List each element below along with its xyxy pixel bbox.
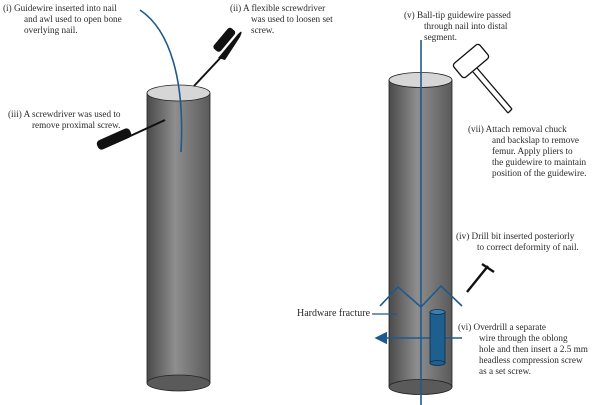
label-step-i-line: and awl used to open bone [24,14,122,24]
flexible-screwdriver-icon [193,27,242,87]
label-step-ii: (ii) A flexible screwdriver was used to … [230,3,333,36]
label-step-vi-line: headless compression screw [479,355,583,365]
label-step-iii: (iii) A screwdriver was used to remove p… [8,109,121,131]
screwdriver-icon [96,119,166,150]
label-step-v-line: segment. [424,32,457,42]
label-step-iii-line: remove proximal screw. [32,120,121,130]
label-step-vi-line: hole and then insert a 2.5 mm [479,344,588,354]
label-step-ii-line: (ii) A flexible screwdriver [230,3,326,13]
drill-bit-icon [466,263,495,293]
label-step-i: (i) Guidewire inserted into nail and awl… [3,3,122,36]
label-step-vii-line: position of the guidewire. [492,168,587,178]
hammer-icon [452,43,513,114]
guidewire-curved [139,9,183,153]
label-step-i-line: (i) Guidewire inserted into nail [3,3,117,13]
left-nail [146,84,211,392]
label-step-vii-line: and backslap to remove [492,135,579,145]
label-step-vi-line: (vi) Overdrill a separate [458,322,547,332]
label-step-vii-line: femur. Apply pliers to [492,146,573,156]
label-step-iv-line: to correct deformity of nail. [477,242,579,252]
label-step-vi-line: wire through the oblong [479,333,568,343]
compression-screw-icon [429,309,446,366]
label-step-vii-line: the guidewire to maintain [492,157,587,167]
label-step-iv-line: (iv) Drill bit inserted posteriorly [456,231,575,241]
label-step-iv: (iv) Drill bit inserted posteriorly to c… [456,231,579,253]
label-step-iii-line: (iii) A screwdriver was used to [8,109,121,119]
label-step-vii: (vii) Attach removal chuck and backslap … [468,124,586,179]
label-step-vi-line: as a set screw. [479,366,531,376]
label-hardware-fracture-text: Hardware fracture [297,308,371,319]
label-step-i-line: overlying nail. [24,25,78,35]
fracture-zigzag [379,284,463,309]
label-hardware-fracture: Hardware fracture [297,308,370,319]
label-step-vi: (vi) Overdrill a separate wire through t… [458,322,588,377]
label-step-ii-line: screw. [251,25,275,35]
label-step-v-line: through nail into distal [424,21,508,31]
label-step-v: (v) Ball-tip guidewire passed through na… [404,10,511,43]
label-step-ii-line: was used to loosen set [251,14,333,24]
label-step-v-line: (v) Ball-tip guidewire passed [404,10,511,20]
label-step-vii-line: (vii) Attach removal chuck [468,124,567,134]
